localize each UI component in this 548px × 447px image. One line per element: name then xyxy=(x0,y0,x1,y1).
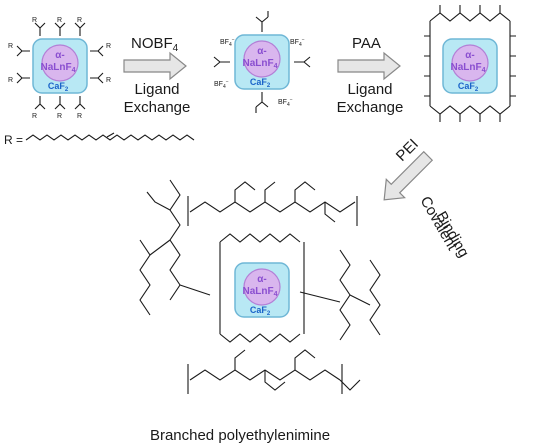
svg-text:BF4−: BF4− xyxy=(290,37,305,48)
svg-text:NaLnF4: NaLnF4 xyxy=(450,62,485,74)
svg-text:α-: α- xyxy=(465,50,474,61)
pei-network xyxy=(139,179,381,394)
ligand-oxygens: R R R R R R R R R R xyxy=(8,17,111,120)
dmf-ligands xyxy=(213,11,311,113)
core-label-line1: α- xyxy=(55,50,64,61)
paa-capped-nanoparticle: α- NaLnF4 CaF2 xyxy=(424,5,516,122)
svg-text:R: R xyxy=(8,77,13,84)
carboxylate-ligands xyxy=(16,22,104,110)
svg-text:R: R xyxy=(57,17,62,24)
svg-text:R: R xyxy=(8,43,13,50)
bf4-counterions: BF4− BF4− BF4− BF4− xyxy=(214,37,305,108)
svg-text:R: R xyxy=(57,113,62,120)
svg-text:R: R xyxy=(77,17,82,24)
bottom-caption: Branched polyethylenimine xyxy=(150,427,330,444)
step1-arrow xyxy=(123,52,187,80)
svg-text:BF4−: BF4− xyxy=(220,37,235,48)
r-group-definition: R = xyxy=(4,132,195,147)
svg-text:CaF2: CaF2 xyxy=(458,81,479,93)
paa-chains xyxy=(424,5,516,122)
step1-line1: Ligand xyxy=(134,81,179,98)
svg-text:R: R xyxy=(32,113,37,120)
svg-text:BF4−: BF4− xyxy=(278,97,293,108)
core-label-line2: NaLnF4 xyxy=(40,62,75,74)
svg-text:α-: α- xyxy=(257,46,266,57)
svg-text:NaLnF4: NaLnF4 xyxy=(242,58,277,70)
paa-layer xyxy=(219,233,305,343)
step2-line2: Exchange xyxy=(337,99,404,116)
step2-arrow xyxy=(337,52,401,80)
pei-coated-nanoparticle: α- NaLnF4 CaF2 xyxy=(219,233,305,343)
svg-text:α-: α- xyxy=(257,274,266,285)
svg-text:CaF2: CaF2 xyxy=(250,305,271,317)
oleate-capped-nanoparticle: α- NaLnF4 CaF2 R R R R R R R R R R xyxy=(8,17,111,120)
svg-text:BF4−: BF4− xyxy=(214,79,229,90)
svg-text:R: R xyxy=(106,77,111,84)
oleyl-chain xyxy=(25,134,195,141)
svg-text:R: R xyxy=(32,17,37,24)
step1-line2: Exchange xyxy=(124,99,191,116)
svg-text:NaLnF4: NaLnF4 xyxy=(242,286,277,298)
r-group-label: R = xyxy=(4,133,23,147)
svg-text:R: R xyxy=(77,113,82,120)
svg-text:CaF2: CaF2 xyxy=(250,77,271,89)
shell-label: CaF2 xyxy=(48,81,69,93)
step1-reagent: NOBF4 xyxy=(131,35,179,54)
svg-text:R: R xyxy=(106,43,111,50)
step2-reagent: PAA xyxy=(352,35,381,52)
step2-line1: Ligand xyxy=(347,81,392,98)
bf4-capped-nanoparticle: α- NaLnF4 CaF2 BF4− BF4− BF4− BF4− xyxy=(213,11,311,113)
